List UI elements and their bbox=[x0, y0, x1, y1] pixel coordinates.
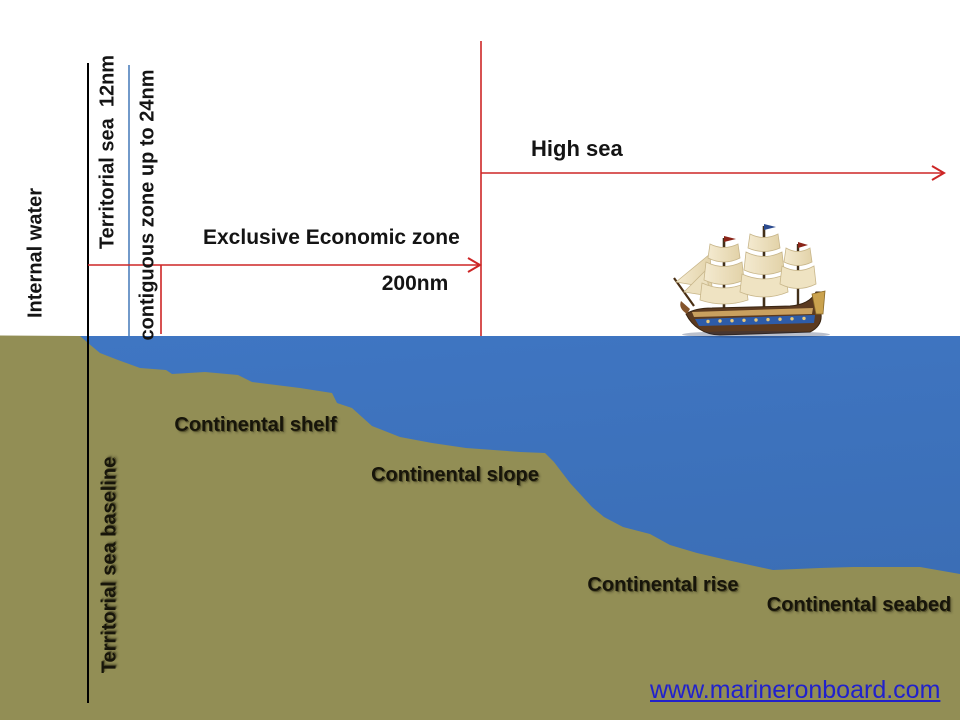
high-sea-label: High sea bbox=[531, 136, 623, 161]
land-shape bbox=[0, 335, 960, 720]
continental-seabed-label: Continental seabed bbox=[766, 594, 952, 616]
eez-label: Exclusive Economic zone bbox=[203, 226, 460, 249]
territorial-sea-baseline-label: Territorial sea baseline bbox=[98, 456, 121, 674]
eez-arrow bbox=[88, 257, 482, 273]
eez-distance-label: 200nm bbox=[381, 272, 449, 295]
website-link[interactable]: www.marineronboard.com bbox=[650, 676, 941, 704]
high-sea-arrow bbox=[481, 165, 946, 181]
continental-shelf-label: Continental shelf bbox=[174, 414, 337, 436]
contiguous-zone-label: contiguous zone up to 24nm bbox=[136, 69, 159, 341]
internal-water-label: Internal water bbox=[24, 187, 47, 319]
sailing-ship-icon bbox=[673, 224, 830, 338]
territorial-sea-label: Territorial sea 12nm bbox=[96, 54, 119, 250]
continental-rise-label: Continental rise bbox=[587, 574, 739, 596]
continental-slope-label: Continental slope bbox=[371, 464, 539, 486]
